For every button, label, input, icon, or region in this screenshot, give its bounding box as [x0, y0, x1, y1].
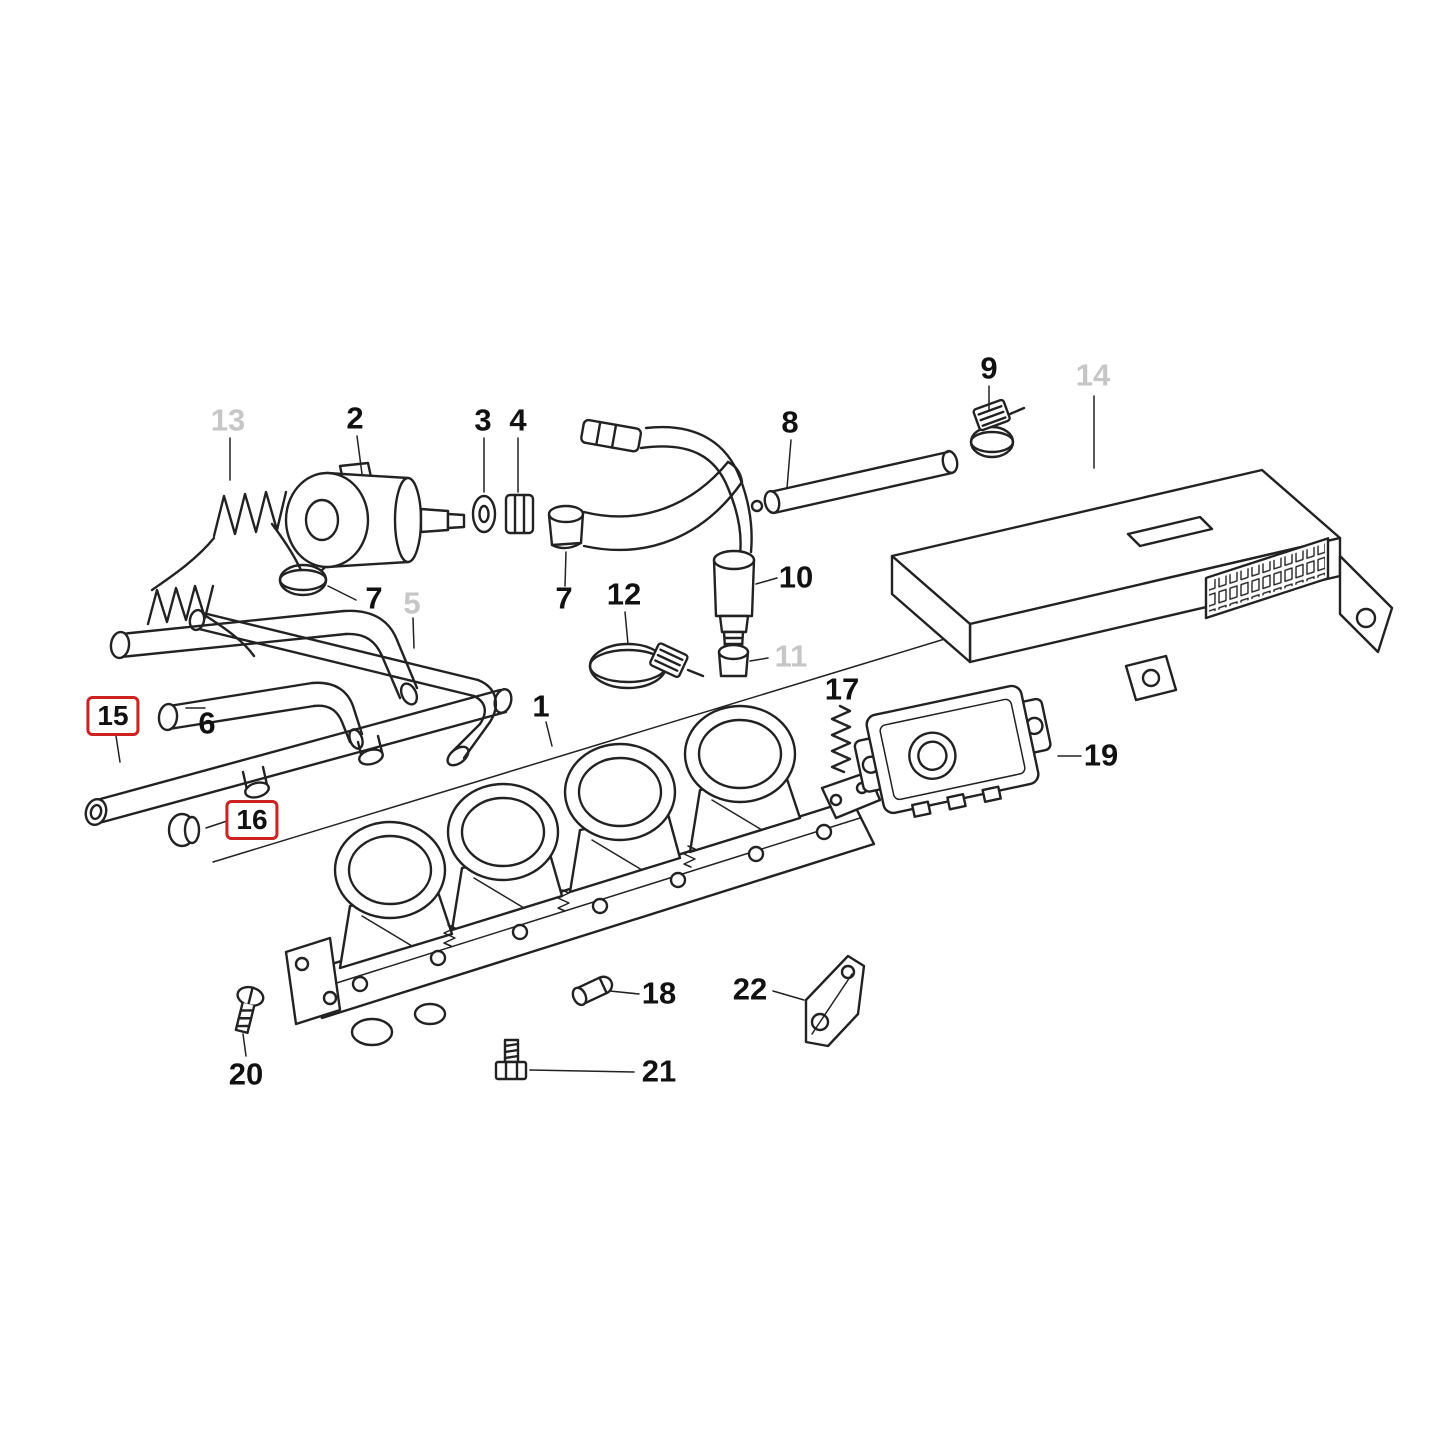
callout-6: 6	[198, 705, 216, 741]
callout-1: 1	[532, 688, 550, 724]
callout-16[interactable]: 16	[225, 800, 279, 840]
callout-17: 17	[824, 671, 860, 707]
callout-13: 13	[210, 402, 246, 438]
screw-20-illustration	[234, 985, 265, 1034]
hose-clamp-12-illustration	[588, 642, 705, 690]
spring-17-illustration	[830, 704, 852, 774]
cap-16-illustration	[167, 812, 201, 848]
sensor-10-illustration	[580, 418, 756, 650]
callout-3: 3	[474, 402, 492, 438]
cap-11-illustration	[717, 643, 750, 678]
ecu-illustration	[890, 395, 1394, 702]
callout-7b: 7	[555, 580, 573, 616]
hose-6-lower-illustration	[157, 681, 364, 750]
leader-line-1	[212, 637, 949, 863]
callout-11: 11	[774, 638, 808, 674]
hose-6-upper-illustration	[109, 609, 419, 706]
callout-15[interactable]: 15	[86, 696, 140, 736]
bushing-7-illustration	[547, 504, 585, 550]
callout-21: 21	[641, 1053, 677, 1089]
pipe-8-illustration	[750, 449, 959, 515]
callout-7a: 7	[365, 580, 383, 616]
bracket-22-illustration	[804, 954, 866, 1048]
callout-19: 19	[1083, 737, 1119, 773]
callout-12: 12	[606, 576, 642, 612]
washer-3-illustration	[471, 494, 497, 534]
callout-8: 8	[781, 404, 799, 440]
callout-5: 5	[403, 585, 421, 621]
spring-13-illustration	[150, 490, 288, 592]
callout-2: 2	[346, 400, 364, 436]
throttle-assembly-illustration	[284, 704, 882, 1047]
fuel-hose-illustration	[582, 460, 744, 552]
fuel-rail-15-illustration	[84, 688, 513, 827]
pipe-5-illustration	[188, 608, 498, 767]
plug-18-illustration	[571, 975, 614, 1007]
pressure-regulator-2-illustration	[284, 461, 466, 569]
callout-9: 9	[980, 350, 998, 386]
callout-4: 4	[509, 402, 527, 438]
callout-18: 18	[641, 975, 677, 1011]
leader-lines	[115, 385, 1082, 1073]
callout-20: 20	[228, 1056, 264, 1092]
module-19-illustration	[853, 684, 1052, 818]
nut-4-illustration	[504, 493, 535, 535]
callout-14: 14	[1075, 357, 1111, 393]
callout-10: 10	[778, 559, 814, 595]
callout-22: 22	[732, 971, 768, 1007]
bolt-21-illustration	[494, 1038, 528, 1081]
small-fasteners-illustration	[443, 845, 696, 947]
hose-clamp-9-illustration	[969, 398, 1026, 459]
